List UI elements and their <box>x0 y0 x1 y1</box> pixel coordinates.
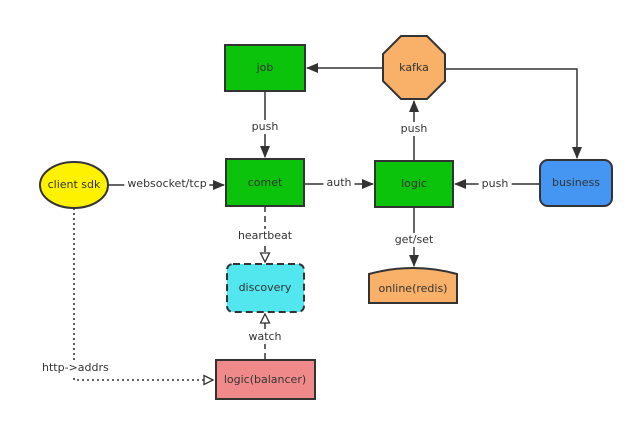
node-kafka-shape <box>382 35 446 100</box>
node-online-redis-label: online(redis) <box>378 282 448 295</box>
node-job-label: job <box>256 61 274 74</box>
edge-label-push-job: push <box>248 120 282 134</box>
edge-label-auth: auth <box>323 176 355 190</box>
node-business-shape <box>539 159 613 207</box>
edge-clientsdk-to-balancer <box>73 208 213 380</box>
node-client-sdk-shape <box>39 161 109 209</box>
node-discovery-shape <box>226 263 305 313</box>
node-business-label: business <box>552 176 600 189</box>
node-logic-balancer-shape <box>215 359 316 400</box>
node-comet-label: comet <box>247 176 283 189</box>
edge-label-push-business: push <box>478 177 512 191</box>
node-comet-shape <box>225 158 305 207</box>
edge-label-watch: watch <box>245 330 285 344</box>
edge-label-websocket-tcp: websocket/tcp <box>124 177 210 191</box>
node-kafka-label: kafka <box>399 61 429 74</box>
node-discovery-label: discovery <box>238 281 292 294</box>
node-client-sdk-label: client sdk <box>47 178 101 191</box>
node-logic-balancer-label: logic(balancer) <box>223 373 307 386</box>
node-online-redis-shape <box>368 267 458 304</box>
edge-label-push-kafka: push <box>397 122 431 136</box>
node-logic-label: logic <box>401 177 427 190</box>
node-job-shape <box>224 44 306 92</box>
edge-kafka-to-business <box>445 68 582 159</box>
edge-label-heartbeat: heartbeat <box>234 229 296 243</box>
node-logic-shape <box>374 160 454 208</box>
edge-label-get-set: get/set <box>391 233 437 247</box>
edge-label-http-addrs: http->addrs <box>42 361 109 375</box>
